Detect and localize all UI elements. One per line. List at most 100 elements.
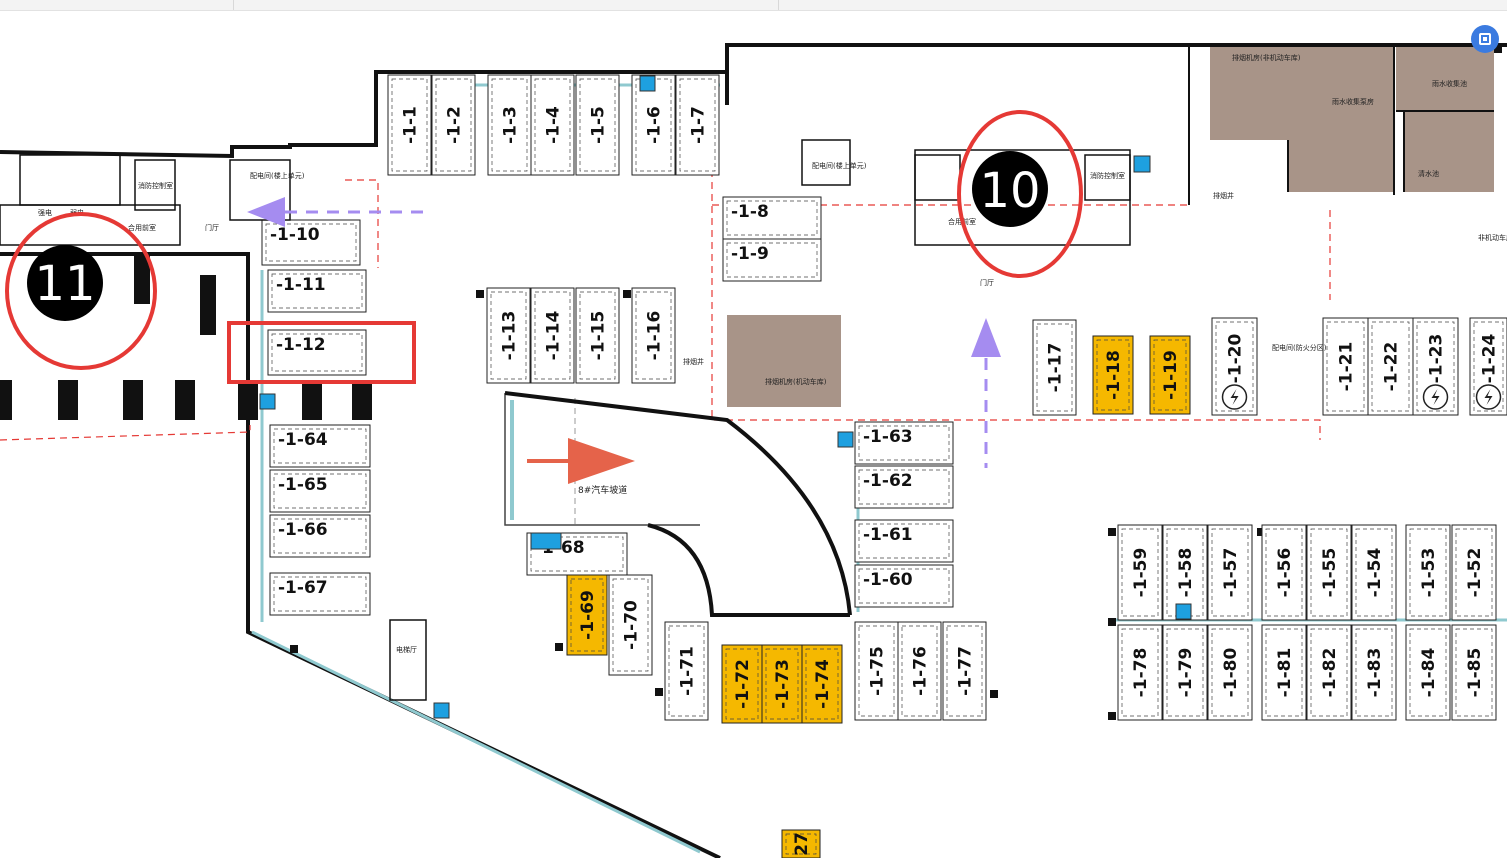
parking-slot: -1-69 [566,574,608,656]
parking-slot: -1-75 [854,621,899,721]
parking-slot: -1-53 [1405,524,1451,621]
parking-slots: -1-1-1-2-1-3-1-4-1-5-1-6-1-7-1-8-1-9-1-1… [261,74,1507,858]
slot-label: -1-55 [1320,548,1340,598]
parking-slot-inner [612,578,649,672]
ramp-label: 8#汽车坡道 [578,484,627,496]
equipment-boxes [259,75,1192,719]
room-label: 雨水收集泵房 [1332,97,1374,106]
parking-slot: -1-14 [530,287,575,384]
parking-slot-inner [530,536,624,572]
slot-label: -1-81 [1275,648,1295,698]
parking-slot: -1-77 [942,621,987,721]
parking-slot-inner [579,78,616,172]
slot-label: -1-85 [1465,648,1485,698]
parking-slot-outline [1117,624,1163,721]
parking-slot: -1-68 [526,532,628,576]
parking-slot-outline [1149,335,1191,415]
slot-label: -1-57 [1221,548,1241,598]
export-icon[interactable] [1471,25,1499,53]
parking-slot: -1-4 [530,74,575,176]
parking-slot-inner [858,625,895,717]
parking-slot: -1-56 [1261,524,1307,621]
location-marker-10: 10 [957,110,1083,278]
parking-slot: -1-76 [897,621,942,721]
parking-slot-outline [854,519,954,563]
parking-slot-outline [942,621,987,721]
slot-label: -1-17 [1046,343,1066,393]
parking-slot-inner [785,833,817,855]
parking-slot-outline [387,74,432,176]
purple-arrow-left-icon [247,197,285,227]
slot-label: -1-77 [956,646,976,696]
slot-label: -1-14 [544,311,564,361]
parking-slot-inner [490,291,527,380]
parking-slot-outline [854,465,954,509]
orange-arrow-right-icon [568,438,635,484]
parking-slot-outline [575,287,620,384]
room-label: 非机动车库 [1478,233,1507,242]
slot-label: -1-69 [578,590,598,640]
parking-slot-inner [271,273,363,309]
slot-label: -1-22 [1382,342,1402,392]
direction-arrows [247,197,1001,484]
slot-label: -1-63 [863,427,913,447]
slot-label: 27 [792,832,812,856]
highlight-box-slot-12 [227,321,416,384]
parking-slot-inner [1166,628,1204,717]
structural-columns [0,45,1502,720]
parking-slot-inner [1121,628,1159,717]
parking-slot-outline [261,219,361,266]
top-bar-divider [778,0,779,10]
parking-slot-inner [1096,339,1130,411]
slot-label: -1-16 [645,311,665,361]
parking-slot-outline [675,74,720,176]
parking-slot-inner [1036,323,1073,412]
parking-slot: -1-71 [664,621,709,721]
room-label: 排烟机房(机动车库) [765,377,827,386]
room-label: 消防控制室 [138,181,173,190]
parking-slot-inner [1455,528,1493,617]
parking-slot: -1-17 [1032,319,1077,416]
parking-slot-inner [273,473,367,509]
parking-slot-inner [1409,628,1447,717]
slot-label: -1-10 [270,225,320,245]
slot-label: -1-60 [863,570,913,590]
slot-label: -1-8 [731,202,769,222]
parking-slot-outline [1405,624,1451,721]
slot-label: -1-11 [276,275,326,295]
parking-slot: -1-16 [631,287,676,384]
parking-slot-outline [631,287,676,384]
lightning-icon [1484,389,1493,405]
parking-slot-inner [491,78,528,172]
slot-label: -1-24 [1480,334,1500,384]
parking-slot-inner [726,242,818,278]
parking-slot-inner [668,625,705,717]
parking-slot-outline [1367,317,1414,416]
parking-slot-outline [1117,524,1163,621]
slot-label: -1-23 [1427,334,1447,384]
parking-slot-outline [1261,524,1307,621]
slot-label: -1-76 [911,646,931,696]
parking-slot-outline [269,424,371,468]
parking-slot-inner [635,291,672,380]
parking-slot-outline [530,74,575,176]
parking-slot-inner [271,333,363,372]
slot-label: -1-67 [278,578,328,598]
slot-label: -1-75 [868,646,888,696]
fire-zone-boundaries [0,170,1331,441]
slot-label: -1-5 [589,106,609,144]
parking-slot-inner [805,648,839,720]
slot-label: -1-53 [1419,548,1439,598]
parking-slot: -1-7 [675,74,720,176]
parking-slot-outline [631,74,676,176]
parking-slot: -1-57 [1207,524,1253,621]
parking-slot-inner [1310,628,1348,717]
room-label: 消防控制室 [1090,171,1125,180]
parking-slot: -1-62 [854,465,954,509]
parking-slot-inner [1455,628,1493,717]
parking-slot: -1-60 [854,564,954,608]
parking-slot-inner [579,291,616,380]
stair-core-left [0,154,427,701]
parking-slot-outline [1405,524,1451,621]
parking-slot-inner [1153,339,1187,411]
